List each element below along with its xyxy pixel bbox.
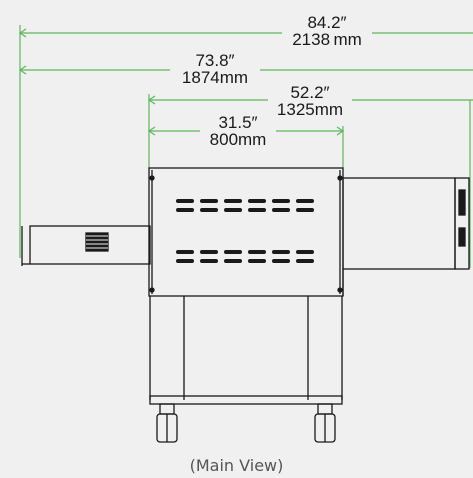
vent-slot (176, 199, 194, 203)
vent-slot (176, 259, 194, 263)
vent-slot (200, 199, 218, 203)
left-vent-grille (85, 232, 109, 252)
cabinet-vent-slots (176, 199, 314, 263)
control-box (454, 177, 470, 270)
right-conveyor (342, 177, 456, 270)
dimension-line-body (18, 65, 473, 75)
vent-slot (296, 259, 314, 263)
vent-slot (224, 199, 242, 203)
left-conveyor (29, 225, 151, 265)
vent-slot (296, 208, 314, 212)
vent-slot (272, 250, 290, 254)
vent-slot (272, 259, 290, 263)
vent-slot (200, 208, 218, 212)
vent-slot (176, 208, 194, 212)
oven-body (21, 167, 470, 443)
dimension-inches-body: 73.8″ (195, 51, 235, 70)
vent-slot (248, 259, 266, 263)
dimension-label-oven: 52.2″ 1325mm (268, 84, 352, 118)
vent-slot (272, 199, 290, 203)
vent-slot (248, 250, 266, 254)
dimension-mm-body: 1874mm (181, 68, 249, 87)
vent-slot (224, 208, 242, 212)
stand (149, 296, 343, 405)
vent-slot (296, 199, 314, 203)
main-cabinet (148, 167, 344, 297)
dimension-mm-cabinet: 800mm (209, 130, 267, 149)
dimension-label-body: 73.8″ 1874mm (170, 52, 260, 86)
vent-slot (200, 259, 218, 263)
vent-slot (248, 199, 266, 203)
dimension-inches-oven: 52.2″ (290, 83, 330, 102)
dimension-inches-cabinet: 31.5″ (218, 113, 258, 132)
dimension-label-overall: 84.2″ 2138 mm (282, 14, 372, 48)
vent-slot (200, 250, 218, 254)
dimension-lines (18, 25, 473, 268)
dimension-mm-overall: 2138 mm (292, 30, 362, 49)
vent-slot (296, 250, 314, 254)
dimension-line-overall (18, 25, 473, 258)
vent-slot (248, 208, 266, 212)
dimension-inches-overall: 84.2″ (307, 13, 347, 32)
right-caster (314, 403, 336, 443)
dimension-line-cabinet (147, 126, 345, 168)
dimension-label-cabinet: 31.5″ 800mm (200, 114, 276, 148)
dimension-mm-oven: 1325mm (276, 100, 344, 119)
vent-slot (272, 208, 290, 212)
vent-slot (224, 250, 242, 254)
left-caster (156, 403, 178, 443)
vent-slot (224, 259, 242, 263)
view-caption: (Main View) (189, 456, 284, 475)
vent-slot (176, 250, 194, 254)
